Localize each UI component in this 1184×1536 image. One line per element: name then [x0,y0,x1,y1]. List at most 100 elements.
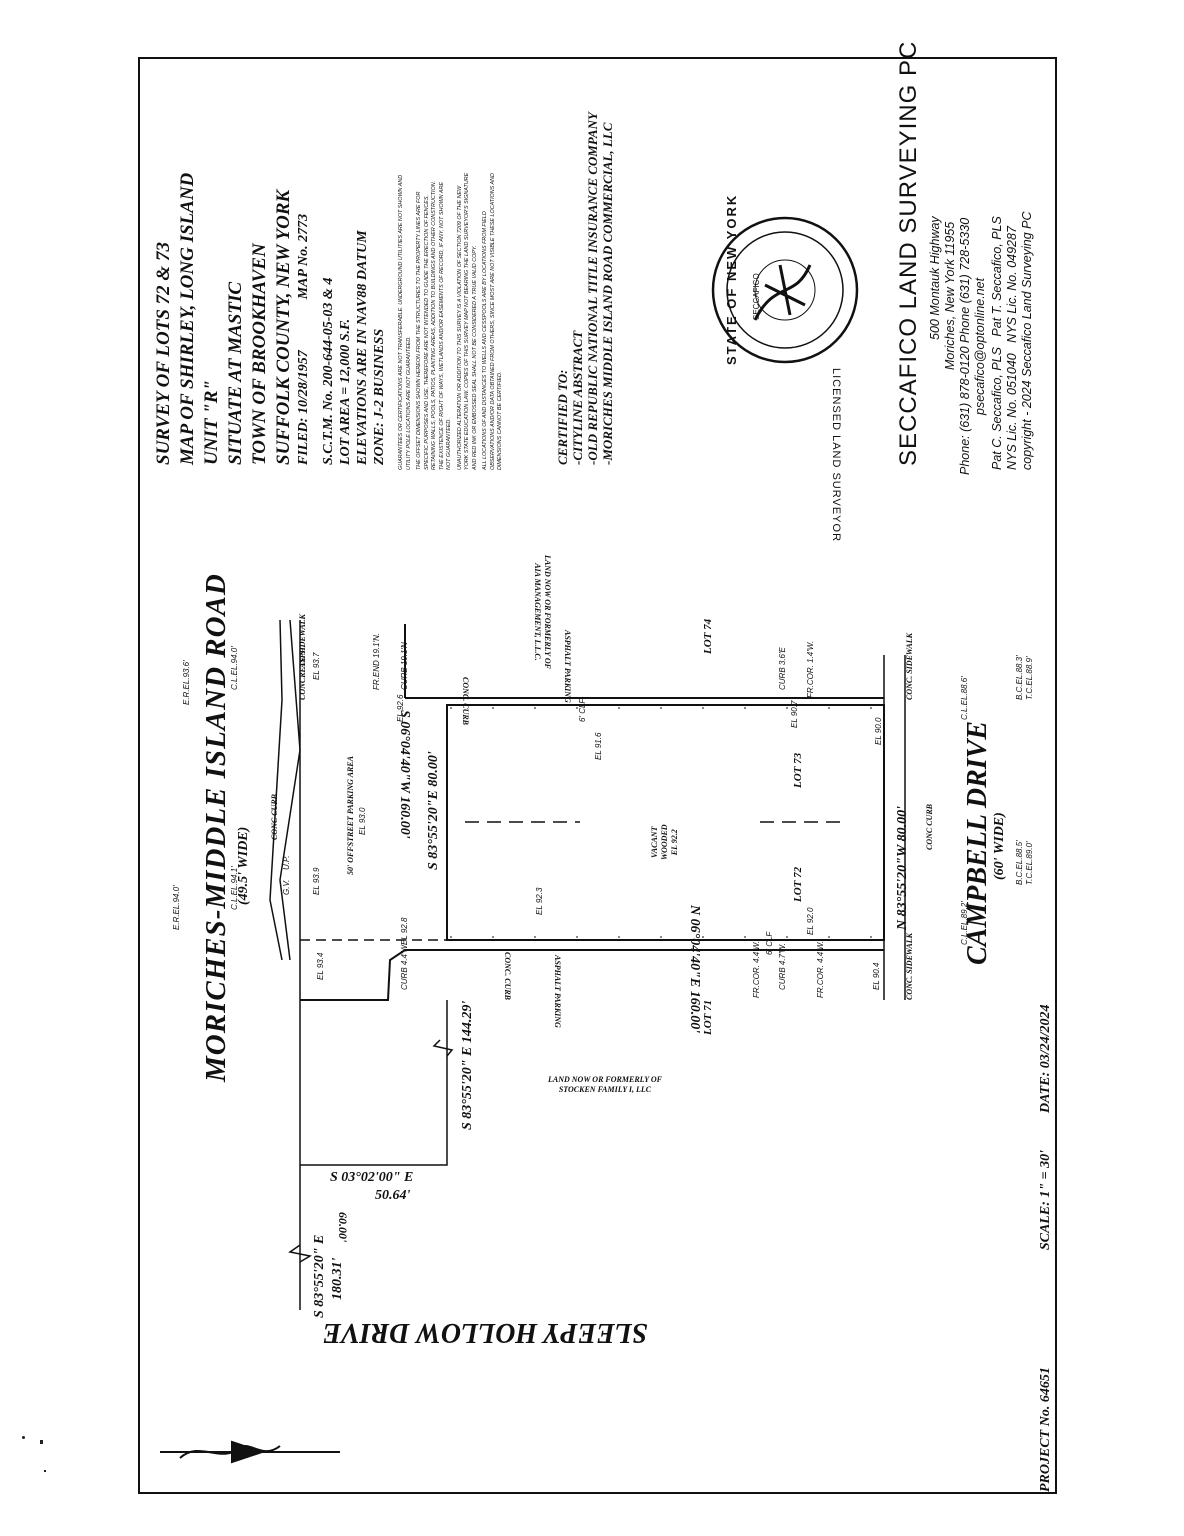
distance-jog: 50.64' [375,1188,411,1203]
utility-pole-label: U.P. [282,855,291,870]
map-number: MAP No. 2773 [296,213,311,300]
road-moriches: MORICHES-MIDDLE ISLAND ROAD [200,573,232,1082]
tc-elev-889: T.C.EL.88.9' [1025,656,1034,700]
parking-area-label: 50' OFFSTREET PARKING AREA [346,756,355,875]
certified-item-2: -OLD REPUBLIC NATIONAL TITLE INSURANCE C… [585,112,600,465]
cl-elev-892: C.L.EL.89.2' [960,901,969,945]
scale: SCALE: 1" = 30' [1038,1150,1053,1251]
survey-date: DATE: 03/24/2024 [1038,1004,1053,1113]
copyright: copyright - 2024 Seccafico Land Surveyin… [1020,211,1034,470]
asphalt-parking-south: ASPHALT PARKING [553,955,562,1028]
road-sleepy-hollow: SLEEPY HOLLOW DRIVE [322,1317,648,1348]
elev-916: EL 91.6 [594,732,603,760]
title-line-2: MAP OF SHIRLEY, LONG ISLAND [177,172,198,465]
wooded-label: WOODED [660,824,669,860]
elev-937: EL 93.7 [312,652,321,680]
er-elev-936: E.R.EL.93.6' [182,660,191,705]
cl-elev-886: C.L.EL.88.6' [960,676,969,720]
elev-926: EL 92.6 [396,694,405,722]
bearing-jog: S 03°02'00" E [330,1170,414,1185]
lot-72-label: LOT 72 [792,866,804,902]
zoning: ZONE: J-2 BUSINESS [372,328,387,465]
seal-outer-text: STATE OF NEW YORK [724,193,739,365]
note-1: GUARANTEES OR CERTIFICATIONS ARE NOT TRA… [398,174,412,470]
bearing-north-line: S 06°04'40"W 160.00' [397,710,412,839]
vacant-label: VACANT [650,826,659,858]
title-block: SURVEY OF LOTS 72 & 73 MAP OF SHIRLEY, L… [152,173,296,465]
license-1: NYS Lic. No. 051040 [1005,353,1019,470]
elev-934: EL 93.4 [316,952,325,980]
lot-73-label: LOT 73 [792,752,804,788]
tc-elev-890: T.C.EL.89.0' [1025,841,1034,885]
title-line-6: SUFFOLK COUNTY, NEW YORK [273,189,294,465]
footer: PROJECT No. 64651 SCALE: 1" = 30' DATE: … [1038,1004,1054,1492]
cl-elev-940: C.L.EL.94.0' [230,646,239,690]
lot-74-label: LOT 74 [702,618,714,654]
curb-offset-191: CURB 19.1'N [400,642,409,690]
address-line-1: 500 Montauk Highway [928,216,942,340]
conc-curb-moriches: CONC CURB [270,793,279,840]
elev-900: EL 90.0 [874,717,883,745]
bearing-sleepy: S 83°55'20" E [312,1234,327,1318]
conc-curb-campbell: CONC CURB [925,803,934,850]
conc-curb-north: CONC. CURB [461,677,470,726]
certified-item-1: -CITYLINE ABSTRACT [570,330,585,465]
scan-speck [40,1440,43,1444]
fence-corner-1: FR.COR. 4.4'W. [752,940,761,998]
elev-923: EL 92.3 [535,887,544,915]
notes-block: GUARANTEES OR CERTIFICATIONS ARE NOT TRA… [398,170,505,470]
land-north: LAND NOW OR FORMERLY OF AIA MANAGEMENT, … [532,555,552,669]
bearing-south-line: N 06°04'40"E 160.00' [687,905,702,1034]
seal-bottom-text: LICENSED LAND SURVEYOR [830,368,842,543]
curb-offset-44: CURB 4.4'W. [400,942,409,990]
surveyor-seal [711,216,859,364]
certified-heading: CERTIFIED TO: [555,369,570,465]
elev-907: EL 90.7 [790,700,799,728]
elev-920: EL 92.0 [806,907,815,935]
chain-link-fence-2: 6' CLF [578,698,587,722]
company-email: psecafico@optonline.net [973,277,987,415]
bearing-long-line: S 83°55'20" E 144.29' [460,1000,475,1130]
elevations-datum: ELEVATIONS ARE IN NAV88 DATUM [355,230,370,465]
distance-sleepy: 180.31' [330,1257,345,1300]
license-2: NYS Lic. No. 049287 [1005,226,1019,343]
conc-sidewalk-campbell: CONC. SIDEWALK [905,933,914,1000]
note-4: ALL LOCATIONS OF AND DISTANCES TO WELLS … [482,173,503,470]
chain-link-fence-1: 6' CLF [765,931,774,955]
parcel-info: S.C.T.M. No. 200-644-05-03 & 4 LOT AREA … [320,230,388,465]
address-line-2: Moriches, New York 11955 [943,221,957,370]
surveyor-info: Pat C. Seccafico, PLS Pat T. Seccafico, … [990,212,1035,470]
scan-speck [22,1436,25,1439]
fence-corner-3: FR.COR. 1.4'W. [806,640,815,698]
filed-date: FILED: 10/28/1957 [296,350,311,465]
lot-71-label: LOT 71 [702,999,714,1035]
center-elevation: EL 92.2 [670,829,679,856]
note-3: UNAUTHORIZED ALTERATION OR ADDITION TO T… [456,172,478,470]
sctm-number: S.C.T.M. No. 200-644-05-03 & 4 [321,277,336,465]
curb-offset-47: CURB 4.7'W. [778,942,787,990]
road-campbell-width: (60' WIDE) [992,812,1007,880]
scan-speck [44,1470,46,1472]
land-south: LAND NOW OR FORMERLY OF STOCKEN FAMILY I… [548,1075,662,1095]
cl-elev-941: C.L.EL.94.1' [230,866,239,910]
land-south-2: STOCKEN FAMILY I, LLC [558,1085,652,1094]
dimension-60: 60.00' [336,1212,350,1243]
surveyor-1: Pat C. Seccafico, PLS [990,347,1004,470]
project-number: PROJECT No. 64651 [1038,1367,1053,1492]
company-name: SECCAFICO LAND SURVEYING PC [895,40,922,466]
bc-elev-883: B.C.EL.88.3' [1015,655,1024,700]
asphalt-parking-north: ASPHALT PARKING [563,630,572,703]
certified-block: CERTIFIED TO: -CITYLINE ABSTRACT -OLD RE… [555,112,615,465]
title-line-5: TOWN OF BROOKHAVEN [249,243,270,465]
company-phone: Phone: (631) 878-0120 Phone (631) 728-53… [958,217,972,475]
land-north-2: AIA MANAGEMENT, L.L.C. [533,563,542,661]
asphalt-label: ASPH. [298,645,307,668]
elev-939: EL 93.9 [312,867,321,895]
gate-valve-label: G.V. [282,879,291,895]
elev-928: EL 92.8 [400,917,409,945]
bearing-west-line: S 83°55'20"E 80.00' [426,751,441,870]
land-north-1: LAND NOW OR FORMERLY OF [543,555,552,669]
title-line-3: UNIT "R" [201,380,222,465]
